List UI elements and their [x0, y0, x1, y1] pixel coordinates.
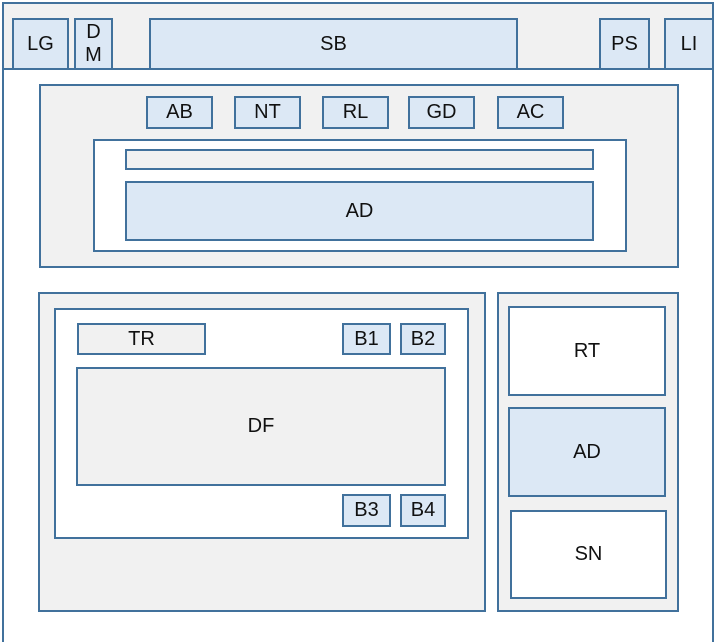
b3-button[interactable]: B3 — [342, 494, 391, 527]
ad-top-strip — [125, 149, 594, 170]
nav-item-ac[interactable]: AC — [497, 96, 564, 129]
b2-button[interactable]: B2 — [400, 323, 446, 355]
sidebar-ad-box[interactable]: AD — [508, 407, 666, 497]
li-box[interactable]: LI — [664, 18, 714, 70]
nav-item-rl[interactable]: RL — [322, 96, 389, 129]
nav-item-nt[interactable]: NT — [234, 96, 301, 129]
search-bar-box[interactable]: SB — [149, 18, 518, 70]
domain-line-2: M — [85, 44, 102, 66]
nav-item-ab[interactable]: AB — [146, 96, 213, 129]
b1-button[interactable]: B1 — [342, 323, 391, 355]
tr-box[interactable]: TR — [77, 323, 206, 355]
b4-button[interactable]: B4 — [400, 494, 446, 527]
sn-box[interactable]: SN — [510, 510, 667, 599]
domain-box[interactable]: D M — [74, 18, 113, 70]
rt-box[interactable]: RT — [508, 306, 666, 396]
nav-item-gd[interactable]: GD — [408, 96, 475, 129]
domain-line-1: D — [86, 21, 101, 43]
logo-box[interactable]: LG — [12, 18, 69, 70]
top-ad-box[interactable]: AD — [125, 181, 594, 241]
df-box[interactable]: DF — [76, 367, 446, 486]
ps-box[interactable]: PS — [599, 18, 650, 70]
